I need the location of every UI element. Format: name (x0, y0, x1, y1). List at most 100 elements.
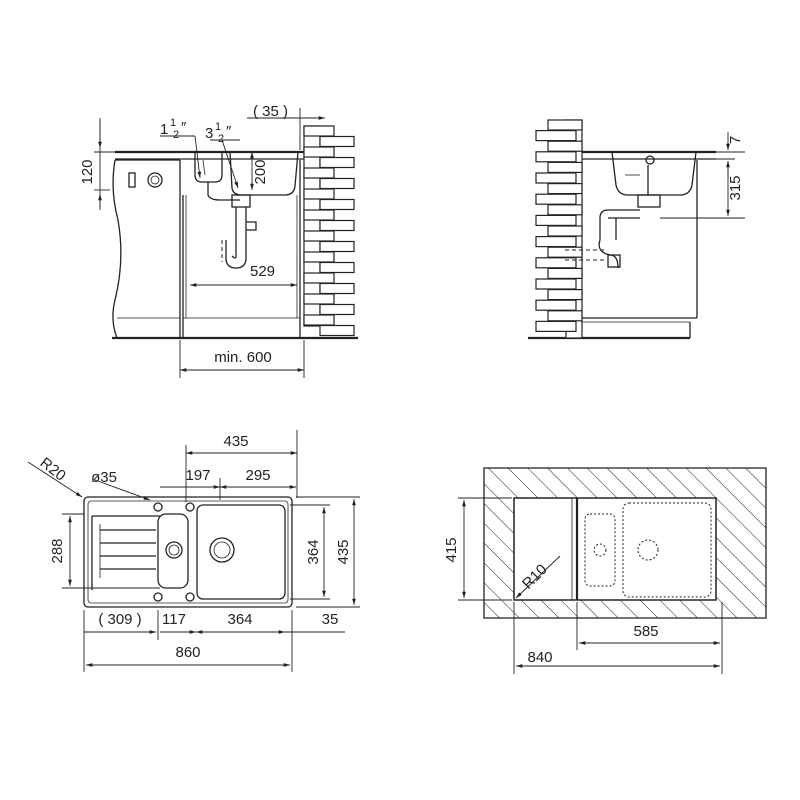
mount-hole-icon (185, 592, 195, 602)
dim-295-label: 295 (245, 467, 270, 484)
dim-pipe1-mark: ″ (181, 119, 187, 136)
dim-415-label: 415 (443, 537, 460, 562)
dim-pipe1-num: 1 (170, 117, 176, 129)
brick (547, 119, 583, 131)
brick (303, 146, 335, 158)
dim-309-label: ( 309 ) (98, 611, 141, 628)
dim-pipe1-whole: 1 (160, 121, 168, 138)
cutout-opening (513, 497, 717, 601)
dim-35-label: ( 35 ) (253, 103, 288, 120)
dim-7-label: 7 (727, 136, 744, 144)
brick (319, 177, 355, 190)
brick (547, 225, 583, 237)
dim-435-v-label: 435 (335, 539, 352, 564)
front-drain-pipe (235, 207, 247, 240)
side-brick-wall (535, 119, 583, 339)
cutout-small-bowl-outline (584, 513, 616, 587)
top-view: 435 197 295 R20 ø35 288 364 435 ( 309 ) … (27, 430, 360, 672)
front-drain-branch (246, 221, 257, 231)
side-drain-pipe (599, 209, 617, 240)
brick (303, 167, 335, 179)
drainer-ribs (91, 515, 160, 590)
brick (303, 230, 335, 242)
brick (303, 272, 335, 284)
brick (319, 135, 355, 148)
brick (547, 140, 583, 152)
brick (535, 257, 577, 269)
brick (303, 188, 335, 200)
dim-315-label: 315 (727, 175, 744, 200)
dim-364-v-label: 364 (305, 539, 322, 564)
dim-r10-label: R10 (519, 561, 550, 592)
brick (547, 310, 583, 322)
front-view: ( 35 ) 1 1 2 ″ 3 1 2 ″ 120 200 529 min. … (79, 103, 358, 378)
brick (547, 161, 583, 173)
front-brick-wall (303, 125, 355, 337)
brick (303, 209, 335, 221)
small-bowl-drain (165, 541, 183, 559)
brick (319, 261, 355, 274)
dim-364-h-label: 364 (227, 611, 252, 628)
brick (319, 240, 355, 253)
side-view: 7 315 (528, 119, 745, 340)
main-bowl (196, 504, 286, 600)
brick (303, 314, 335, 326)
front-rosette-icon (147, 172, 163, 188)
brick (535, 214, 577, 226)
dim-pipe2-den: 2 (218, 133, 224, 145)
dim-117-label: 117 (162, 611, 186, 628)
small-bowl (157, 513, 189, 589)
dim-585-label: 585 (633, 623, 658, 640)
side-trap (607, 254, 621, 268)
dim-pipe1-den: 2 (173, 129, 179, 141)
brick (535, 299, 577, 311)
brick (319, 303, 355, 316)
side-drain-body (637, 194, 661, 208)
dim-529-label: 529 (250, 263, 275, 280)
brick (535, 172, 577, 184)
brick (319, 198, 355, 211)
side-tap-icon (645, 155, 655, 165)
dim-r20-label: R20 (37, 454, 69, 484)
brick (547, 289, 583, 301)
cutout-view: 415 R10 585 840 (443, 467, 767, 674)
tap-hole-icon (153, 502, 163, 512)
brick (303, 251, 335, 263)
dim-120-label: 120 (79, 159, 96, 184)
brick (547, 204, 583, 216)
brick (319, 282, 355, 295)
front-main-bowl (229, 151, 299, 196)
dim-860-label: 860 (175, 644, 200, 661)
brick (547, 246, 583, 258)
front-drain-connector (207, 182, 240, 201)
main-bowl-drain (209, 537, 235, 563)
brick (319, 324, 355, 337)
mount-hole-icon (153, 592, 163, 602)
dim-840-label: 840 (527, 649, 552, 666)
brick (535, 151, 577, 163)
brick (535, 193, 577, 205)
dim-d35-label: ø35 (91, 469, 117, 486)
brick (319, 219, 355, 232)
brick (547, 183, 583, 195)
front-drain-body (231, 194, 251, 208)
front-small-bowl (183, 151, 223, 183)
dim-pipe2-num: 1 (215, 121, 221, 133)
tap-hole-icon (185, 502, 195, 512)
dim-197-label: 197 (185, 467, 210, 484)
brick (303, 293, 335, 305)
dim-35-h-label: 35 (322, 611, 339, 628)
dim-pipe2-whole: 3 (205, 125, 213, 142)
brick (535, 278, 577, 290)
dim-200-label: 200 (252, 159, 269, 184)
cutout-main-bowl-outline (622, 502, 712, 598)
dim-pipe2-mark: ″ (226, 123, 232, 140)
brick (535, 130, 577, 142)
brick (535, 236, 577, 248)
dim-288-label: 288 (49, 538, 66, 563)
brick (319, 156, 355, 169)
front-left-cabinet-break (112, 159, 122, 339)
front-tap-icon (128, 172, 136, 188)
brick (535, 320, 577, 332)
